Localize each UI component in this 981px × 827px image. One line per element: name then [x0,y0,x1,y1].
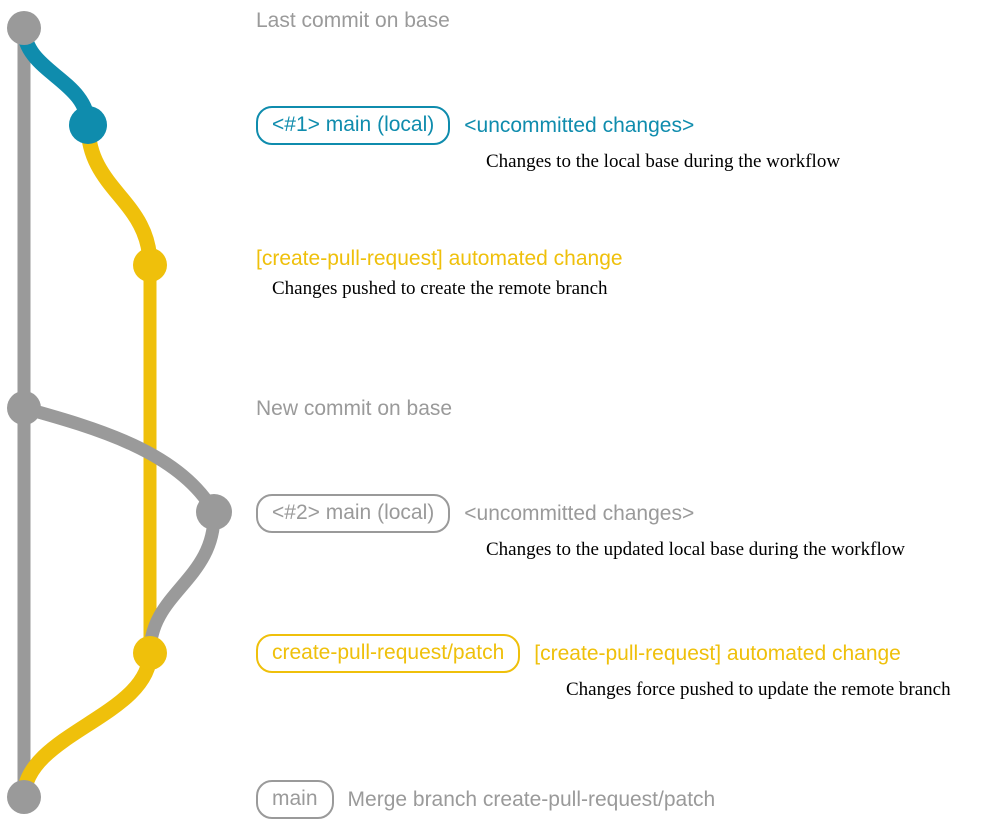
row-merge-commit: main Merge branch create-pull-request/pa… [256,780,715,819]
branch-pill-create-pull-request-patch[interactable]: create-pull-request/patch [256,634,521,673]
node-base-last-commit [7,11,41,45]
edge-local-2-to-patch-2 [143,505,221,660]
branch-pill-main-local-1[interactable]: <#1> main (local) [256,106,451,145]
node-base-merge-commit [7,780,41,814]
first-automated-subline: Changes pushed to create the remote bran… [272,278,608,299]
edge-local-1-to-patch-1 [80,117,158,273]
second-automated-headline: [create-pull-request] automated change [534,641,901,665]
second-local-headline: <uncommitted changes> [464,501,695,525]
merge-headline: Merge branch create-pull-request/patch [347,787,716,811]
row-second-local-commit: <#2> main (local) <uncommitted changes> … [256,494,905,562]
edge-new-base-to-local-2 [17,401,221,519]
commit-graph [7,11,232,814]
edge-patch-2-to-merge [16,645,158,805]
row-new-commit: New commit on base [256,396,452,422]
row-second-automated-change: create-pull-request/patch [create-pull-r… [256,634,951,702]
node-base-new-commit [7,391,41,425]
row-first-automated-change: [create-pull-request] automated change C… [256,246,623,301]
row-first-local-commit: <#1> main (local) <uncommitted changes> … [256,106,840,174]
first-automated-headline: [create-pull-request] automated change [256,247,623,270]
node-patch-commit-2 [133,636,167,670]
second-automated-subline: Changes force pushed to update the remot… [566,679,951,700]
node-local-commit-2 [196,494,232,530]
branch-pill-main-local-2[interactable]: <#2> main (local) [256,494,451,533]
node-patch-commit-1 [133,248,167,282]
first-local-subline: Changes to the local base during the wor… [486,151,841,172]
row-last-commit: Last commit on base [256,8,450,34]
node-local-commit-1 [69,106,107,144]
last-commit-headline: Last commit on base [256,9,450,32]
first-local-headline: <uncommitted changes> [464,113,695,137]
second-local-subline: Changes to the updated local base during… [486,539,905,560]
new-commit-headline: New commit on base [256,397,453,420]
branch-pill-main[interactable]: main [256,780,334,819]
